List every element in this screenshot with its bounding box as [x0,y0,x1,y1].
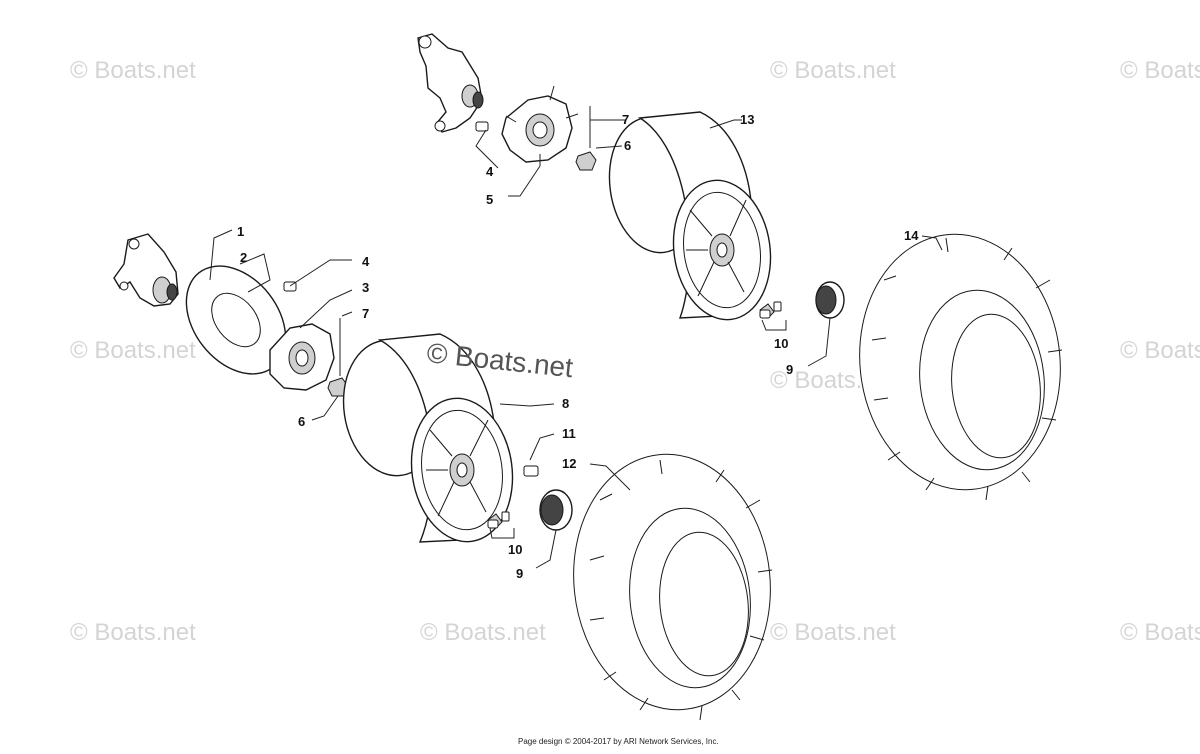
callout-14: 14 [904,228,919,243]
footer-copyright: Page design © 2004-2017 by ARI Network S… [518,737,719,746]
upper-hub [475,85,597,171]
watermark: © Boats.net [70,619,196,646]
callout-9-lower: 9 [516,566,523,581]
upper-wheel [608,111,775,321]
watermark: © Boats.net [770,619,896,646]
callout-10-upper: 10 [774,336,788,351]
callout-13: 13 [740,112,754,127]
callout-7-upper: 7 [622,112,629,127]
watermark: © Boats.net [420,619,546,646]
callout-8: 8 [562,396,569,411]
callout-1: 1 [237,224,244,239]
callout-12: 12 [562,456,576,471]
callout-7-lower: 7 [362,306,369,321]
callout-6-upper: 6 [624,138,631,153]
watermark: © Boats.net [1120,337,1200,364]
callout-9-upper: 9 [786,362,793,377]
watermark: © Boats.net [70,337,196,364]
lower-hubcap [539,489,573,531]
callout-6-lower: 6 [298,414,305,429]
upper-knuckle [417,33,484,133]
callout-labels: 7 6 4 5 13 1 2 4 3 7 6 8 11 12 10 9 10 9… [237,112,919,581]
callout-4-lower: 4 [362,254,370,269]
watermark: © Boats.net [70,57,196,84]
callout-3: 3 [362,280,369,295]
watermark: © Boats.net [1120,619,1200,646]
lower-tire [573,453,773,721]
lower-knuckle [113,233,212,307]
lower-hub [269,281,349,397]
valve-stems [487,301,782,529]
watermark: © Boats.net [770,57,896,84]
callout-5: 5 [486,192,493,207]
watermark-grid: © Boats.net © Boats.net © Boats.net © Bo… [70,57,1200,646]
callout-11: 11 [562,426,576,441]
leader-lines [209,119,943,569]
upper-hubcap [815,281,845,319]
callout-4-upper: 4 [486,164,494,179]
lower-wheel [342,333,539,543]
watermark: © Boats.net [1120,57,1200,84]
upper-tire [859,233,1063,501]
callout-10-lower: 10 [508,542,522,557]
callout-2: 2 [240,250,247,265]
